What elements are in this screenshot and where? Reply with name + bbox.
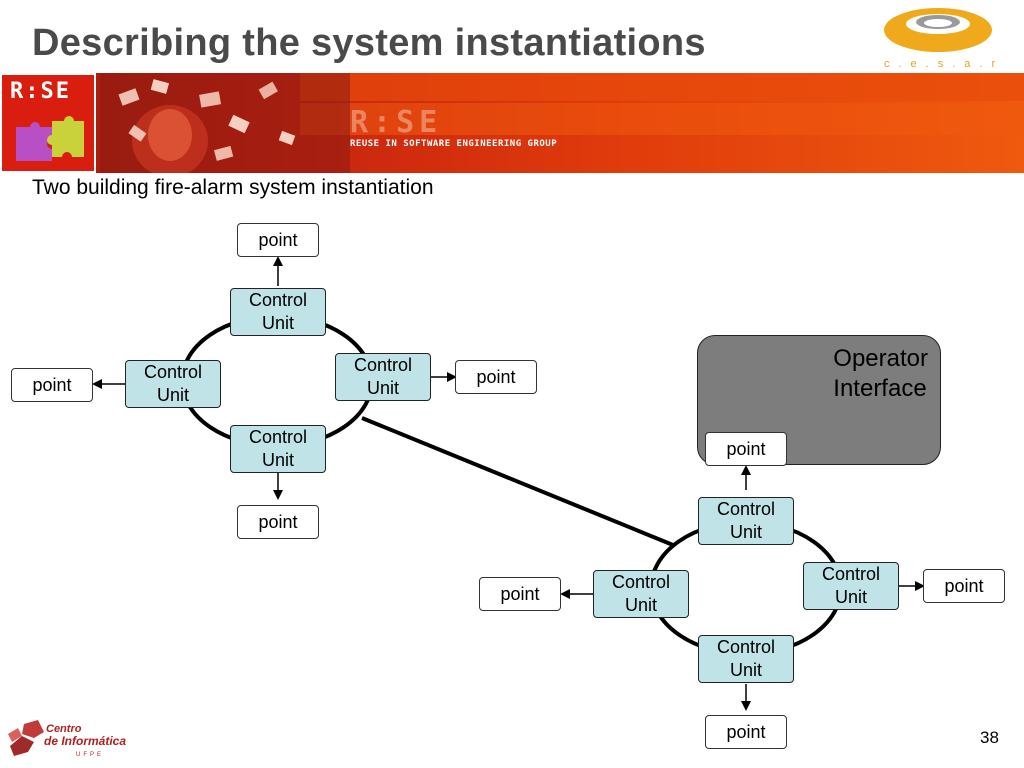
building-link-line xyxy=(361,416,674,547)
rise-tagline: REUSE IN SOFTWARE ENGINEERING GROUP xyxy=(350,139,558,149)
page-number: 38 xyxy=(980,728,999,747)
b1-top-point: point xyxy=(237,223,319,257)
b1-bottom-control-unit: Control Unit xyxy=(230,425,326,473)
puzzle-pieces-art xyxy=(100,73,350,173)
centro-informatica-logo: Centro de Informática UFPE xyxy=(8,720,126,758)
rise-banner: R:SE REUSE IN SOFTWARE ENGINEERING GROUP… xyxy=(0,73,1024,173)
b1-right-point: point xyxy=(455,360,537,394)
slide-subtitle: Two building fire-alarm system instantia… xyxy=(32,176,434,199)
rise-logo: R:SE xyxy=(0,73,96,173)
slide-title: Describing the system instantiations xyxy=(32,22,706,64)
operator-interface-label: Operator Interface xyxy=(833,345,928,402)
b2-operator-point: point xyxy=(705,432,787,466)
b1-bottom-point: point xyxy=(237,505,319,539)
b1-left-point: point xyxy=(11,368,93,402)
b2-left-point: point xyxy=(479,577,561,611)
b2-top-control-unit: Control Unit xyxy=(698,497,794,545)
b1-left-control-unit: Control Unit xyxy=(125,360,221,408)
b1-top-control-unit: Control Unit xyxy=(230,288,326,336)
b2-right-point: point xyxy=(923,569,1005,603)
b2-bottom-point: point xyxy=(705,715,787,749)
ci-line2: de Informática xyxy=(44,734,126,748)
rise-banner-watermark: R:SE xyxy=(350,105,443,140)
cesar-logo xyxy=(884,8,992,52)
b2-bottom-control-unit: Control Unit xyxy=(698,635,794,683)
puzzle-icon xyxy=(16,116,84,161)
ci-line1: Centro xyxy=(46,723,82,735)
b2-left-control-unit: Control Unit xyxy=(593,570,689,618)
b2-right-control-unit: Control Unit xyxy=(803,562,899,610)
b1-right-control-unit: Control Unit xyxy=(335,353,431,401)
ci-line3: UFPE xyxy=(76,752,104,758)
cesar-logo-text: c.e.s.a.r xyxy=(884,58,1005,70)
rise-logo-text: R:SE xyxy=(10,79,71,104)
